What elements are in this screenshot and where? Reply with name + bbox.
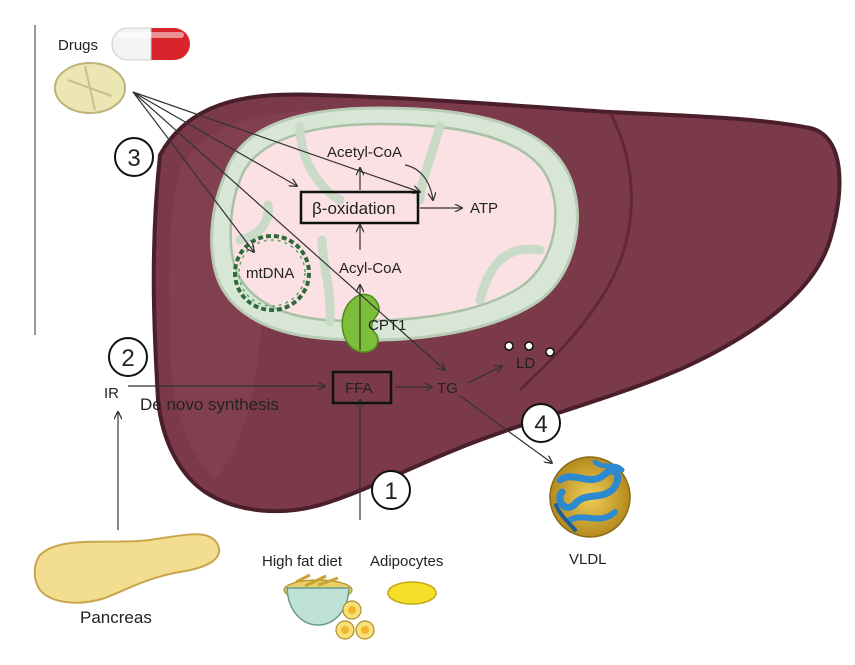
lipid-droplet: [504, 341, 514, 351]
crista: [235, 200, 273, 245]
beta-oxidation-label: β-oxidation: [312, 199, 396, 218]
ffa-label: FFA: [345, 380, 373, 397]
cpt1-label: CPT1: [368, 317, 406, 334]
step-number-3: 3: [127, 145, 140, 172]
tablet-icon: [54, 62, 126, 114]
mtdna-ring-inner: [238, 239, 306, 307]
step-circle-4: [521, 403, 561, 443]
liver-lobe-line: [518, 111, 633, 392]
tg-label: TG: [437, 380, 458, 397]
crista: [475, 244, 545, 305]
lipid-droplet: [524, 341, 534, 351]
mtdna-ring: [233, 234, 311, 312]
pancreas-label: Pancreas: [80, 608, 152, 627]
lipid-droplet: [545, 347, 555, 357]
pancreas-icon: [33, 533, 221, 604]
pathway-arrows: [118, 91, 552, 530]
adipocytes-label: Adipocytes: [370, 553, 443, 570]
ffa-box: [331, 370, 393, 405]
step-number-4: 4: [534, 411, 547, 438]
food-bowl-icon: [283, 573, 353, 626]
crista: [295, 121, 345, 205]
cpt1-transporter: [341, 293, 380, 353]
acyl-coa-label: Acyl-CoA: [339, 260, 402, 277]
step-number-2: 2: [121, 345, 134, 372]
vldl-label: VLDL: [569, 551, 607, 568]
step-circle-2: [108, 337, 148, 377]
crista: [317, 235, 335, 327]
ld-label: LD: [516, 355, 535, 372]
vldl-particle-icon: [549, 456, 631, 538]
mtdna-label: mtDNA: [246, 265, 294, 282]
beta-oxidation-box: [299, 190, 420, 225]
step-number-1: 1: [384, 478, 397, 505]
step-circle-3: [114, 137, 154, 177]
de-novo-synthesis-label: De novo synthesis: [140, 395, 279, 414]
capsule-icon: [111, 27, 190, 61]
crista: [415, 121, 445, 205]
atp-label: ATP: [470, 200, 498, 217]
egg-icon: [335, 600, 375, 640]
drugs-label: Drugs: [58, 37, 98, 54]
step-circle-1: [371, 470, 411, 510]
high-fat-diet-label: High fat diet: [262, 553, 343, 570]
acetyl-coa-label: Acetyl-CoA: [327, 144, 402, 161]
ir-label: IR: [104, 385, 119, 402]
adipocyte-icon: [387, 581, 437, 605]
